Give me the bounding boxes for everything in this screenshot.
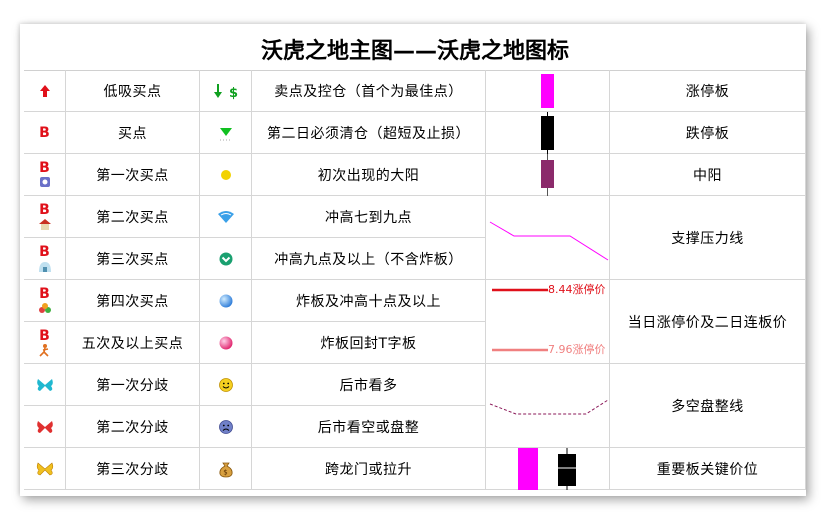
medium-bull-candle-icon bbox=[541, 153, 554, 196]
icon-cell bbox=[200, 322, 252, 364]
label-cell: 第二次买点 bbox=[66, 196, 200, 238]
label-cell: 后市看空或盘整 bbox=[252, 406, 486, 448]
label-cell: 第一次买点 bbox=[66, 154, 200, 196]
label-cell: 第二次分歧 bbox=[66, 406, 200, 448]
svg-text:$: $ bbox=[223, 468, 227, 476]
limit-price-1: 8.44涨停价 bbox=[548, 282, 606, 296]
label-cell: 炸板回封T字板 bbox=[252, 322, 486, 364]
icon-cell bbox=[200, 238, 252, 280]
yellow-butterfly-icon bbox=[36, 461, 53, 475]
label-cell: 第一次分歧 bbox=[66, 364, 200, 406]
icon-cell: $ bbox=[200, 448, 252, 490]
red-b-icon: B bbox=[39, 124, 50, 141]
red-butterfly-icon bbox=[36, 420, 53, 433]
icon-cell: B bbox=[24, 238, 66, 280]
sad-face-icon bbox=[218, 419, 233, 434]
label-cell: 后市看多 bbox=[252, 364, 486, 406]
red-b-cup-icon: B bbox=[37, 161, 53, 189]
legend-label: 跌停板 bbox=[610, 112, 806, 154]
red-b-fruits-icon: B bbox=[37, 287, 53, 315]
legend-label: 中阳 bbox=[610, 154, 806, 196]
label-cell: 初次出现的大阳 bbox=[252, 154, 486, 196]
label-cell: 第三次买点 bbox=[66, 238, 200, 280]
icon-cell: $ bbox=[200, 70, 252, 112]
page-title: 沃虎之地主图——沃虎之地图标 bbox=[24, 28, 806, 71]
icon-cell bbox=[24, 406, 66, 448]
support-resistance-sample bbox=[486, 196, 610, 280]
label-cell: 第四次买点 bbox=[66, 280, 200, 322]
label-cell: 冲高七到九点 bbox=[252, 196, 486, 238]
label-cell: 冲高九点及以上（不含炸板） bbox=[252, 238, 486, 280]
icon-cell bbox=[24, 70, 66, 112]
pink-gem-icon bbox=[219, 336, 232, 349]
legend-table: 低吸买点 $ 卖点及控仓（首个为最佳点） 涨停板 B 买点 第二日必须清仓（超短… bbox=[24, 70, 806, 490]
smiley-face-icon bbox=[218, 377, 233, 392]
wifi-gem-icon bbox=[217, 210, 234, 223]
consolidation-line-icon bbox=[489, 399, 609, 414]
icon-cell: B bbox=[24, 154, 66, 196]
legend-label: 重要板关键价位 bbox=[610, 448, 806, 490]
legend-label: 涨停板 bbox=[610, 70, 806, 112]
label-cell: 低吸买点 bbox=[66, 70, 200, 112]
green-down-arrow-s-icon: $ bbox=[213, 83, 238, 100]
money-bag-icon: $ bbox=[218, 462, 233, 477]
sample-cell bbox=[486, 70, 610, 112]
label-cell: 买点 bbox=[66, 112, 200, 154]
limit-down-candle-icon bbox=[541, 111, 554, 154]
icon-cell bbox=[200, 406, 252, 448]
limit-price-lines-icon: 8.44涨停价 7.96涨停价 bbox=[492, 282, 606, 356]
icon-cell bbox=[24, 364, 66, 406]
legend-label: 当日涨停价及二日连板价 bbox=[610, 280, 806, 364]
sample-cell bbox=[486, 153, 610, 196]
sample-cell bbox=[486, 111, 610, 154]
yellow-dot-icon bbox=[220, 169, 231, 180]
key-price-candles-icon bbox=[518, 447, 576, 490]
label-cell: 跨龙门或拉升 bbox=[252, 448, 486, 490]
icon-cell bbox=[200, 364, 252, 406]
red-b-igloo-icon: B bbox=[37, 245, 53, 273]
legend-label: 支撑压力线 bbox=[610, 196, 806, 280]
label-cell: 第二日必须清仓（超短及止损） bbox=[252, 112, 486, 154]
icon-cell: B bbox=[24, 280, 66, 322]
label-cell: 五次及以上买点 bbox=[66, 322, 200, 364]
red-up-arrow-icon bbox=[39, 84, 50, 97]
red-b-runner-icon: B bbox=[37, 329, 53, 357]
legend-panel bbox=[20, 24, 806, 496]
limit-price-2: 7.96涨停价 bbox=[548, 342, 606, 356]
svg-text:$: $ bbox=[229, 86, 238, 100]
limit-price-sample: 8.44涨停价 7.96涨停价 bbox=[486, 280, 610, 364]
blue-ball-icon bbox=[219, 294, 232, 307]
icon-cell bbox=[200, 112, 252, 154]
sample-cell bbox=[486, 447, 610, 490]
icon-cell bbox=[24, 448, 66, 490]
green-triangle-down-icon bbox=[219, 127, 232, 140]
limit-up-candle-icon bbox=[541, 73, 554, 108]
icon-cell: B bbox=[24, 322, 66, 364]
legend-label: 多空盘整线 bbox=[610, 364, 806, 448]
cyan-butterfly-icon bbox=[36, 378, 53, 391]
green-chevron-ball-icon bbox=[219, 252, 232, 265]
icon-cell: B bbox=[24, 196, 66, 238]
red-b-house-icon: B bbox=[37, 203, 53, 231]
support-resistance-line-icon bbox=[489, 221, 609, 260]
label-cell: 卖点及控仓（首个为最佳点） bbox=[252, 70, 486, 112]
label-cell: 第三次分歧 bbox=[66, 448, 200, 490]
icon-cell bbox=[200, 280, 252, 322]
icon-cell: B bbox=[24, 112, 66, 154]
icon-cell bbox=[200, 196, 252, 238]
consolidation-sample bbox=[486, 364, 610, 448]
label-cell: 炸板及冲高十点及以上 bbox=[252, 280, 486, 322]
icon-cell bbox=[200, 154, 252, 196]
